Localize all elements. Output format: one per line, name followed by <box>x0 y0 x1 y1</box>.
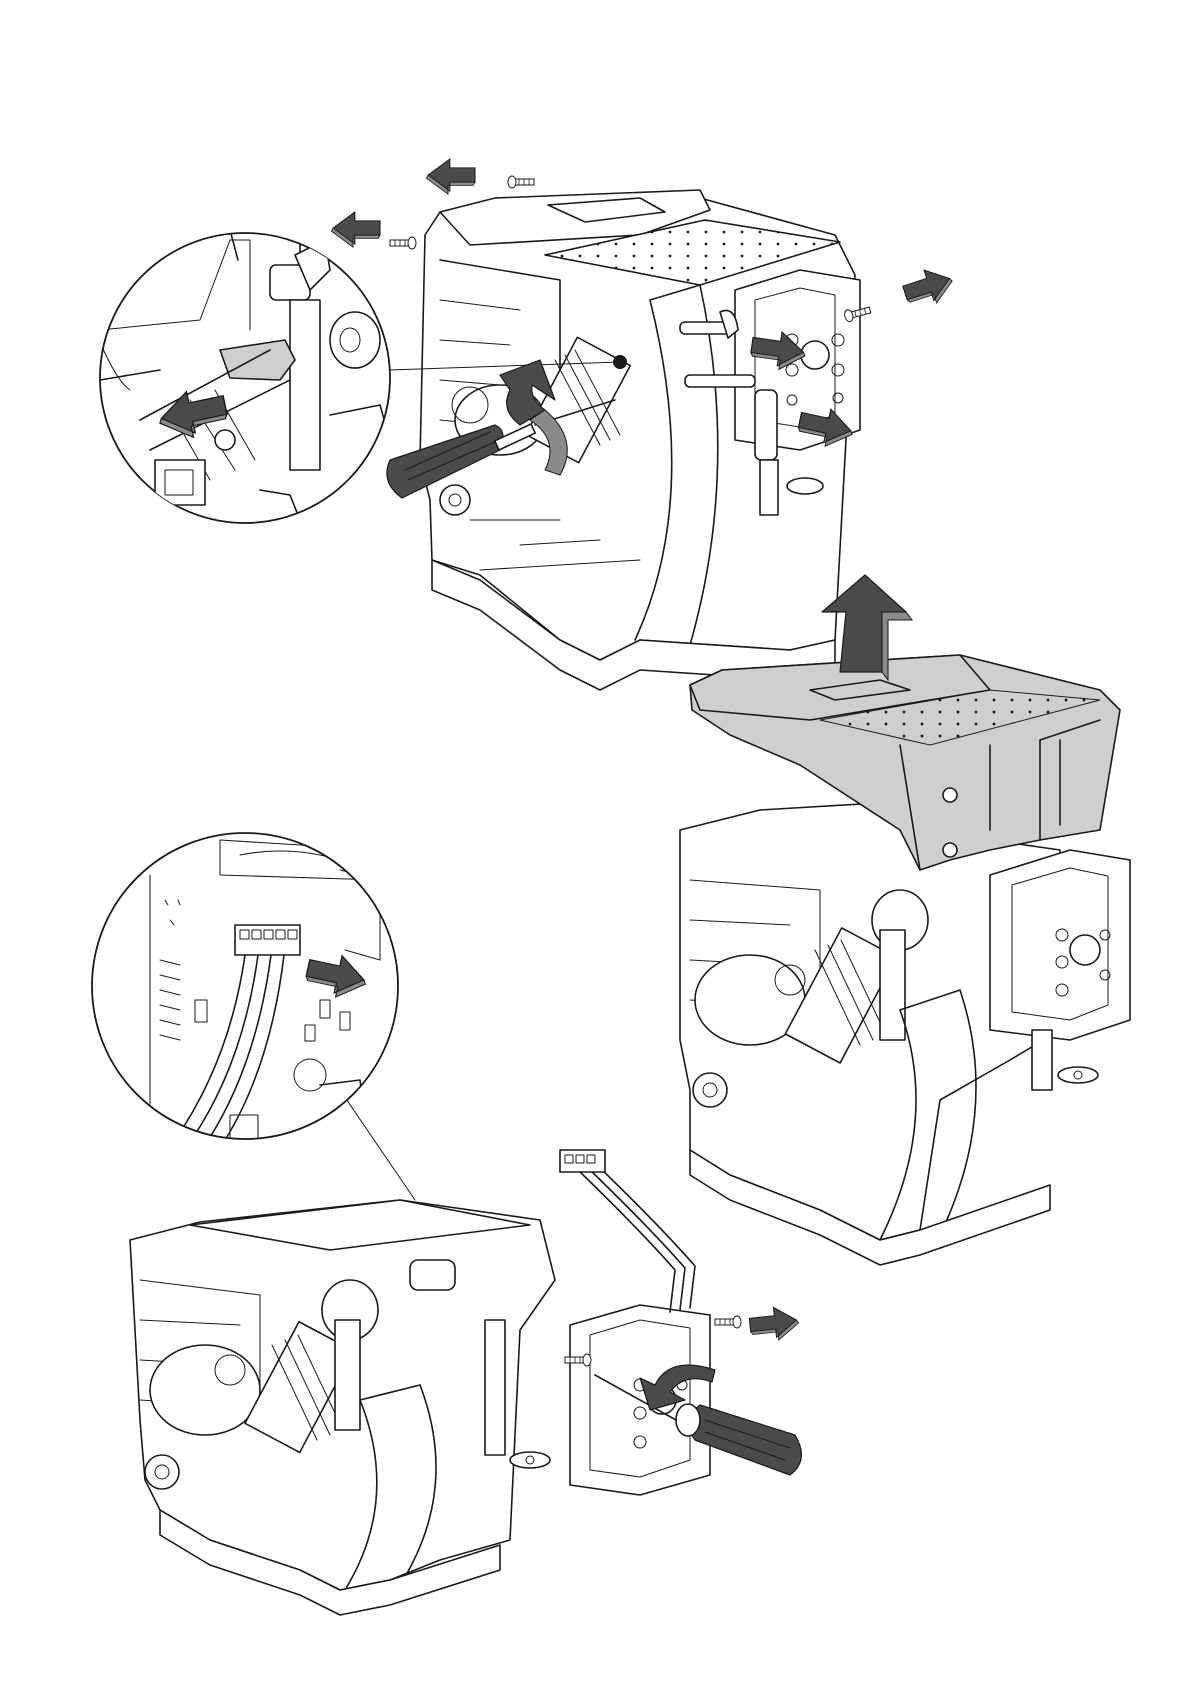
machine-body-step2 <box>680 800 1130 1265</box>
screw-icon <box>715 1316 741 1328</box>
screw-icon <box>390 237 416 249</box>
arrow-icon <box>900 263 957 311</box>
connector-icon <box>560 1150 605 1172</box>
machine-body-step3 <box>130 1090 555 1615</box>
step-lift-top-cover <box>680 575 1130 1265</box>
control-panel-detached <box>560 1150 710 1495</box>
magnifier-circle-icon <box>92 833 398 1148</box>
screw-icon <box>508 176 534 188</box>
arrow-icon <box>426 159 475 194</box>
arrow-icon <box>331 212 380 247</box>
magnifier-circle-icon <box>95 230 390 523</box>
arrow-icon <box>748 1305 800 1343</box>
connector-icon <box>235 925 300 955</box>
